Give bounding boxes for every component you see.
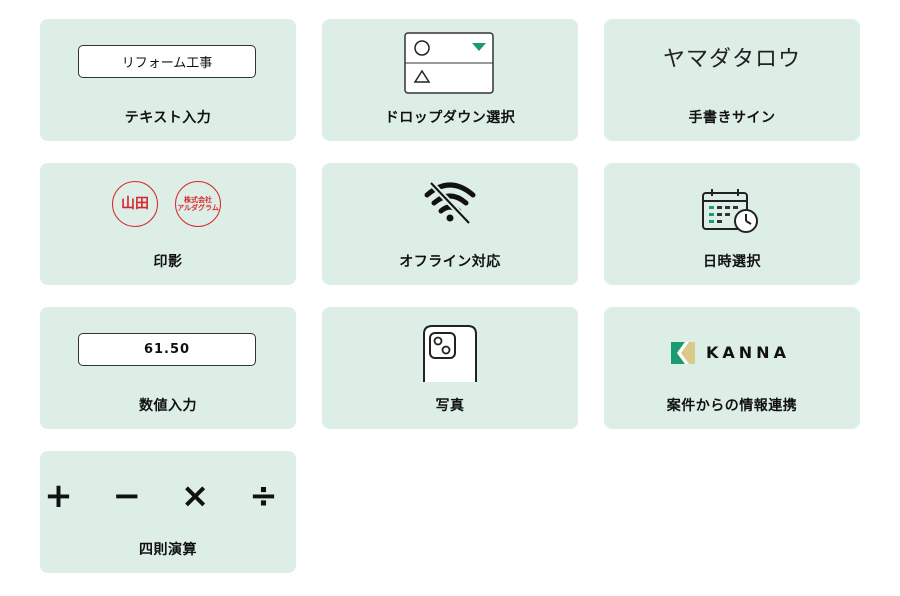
feature-label: ドロップダウン選択 — [384, 110, 516, 126]
feature-card-datetime: 日時選択 — [604, 163, 860, 285]
number-input-value: 61.50 — [143, 342, 191, 357]
kanna-logo-text: KANNA — [706, 343, 790, 362]
feature-card-dropdown: ドロップダウン選択 — [322, 19, 578, 141]
dropdown-icon — [404, 32, 494, 94]
number-input-sample: 61.50 — [78, 333, 256, 366]
feature-label: テキスト入力 — [124, 110, 212, 126]
feature-card-text-input: リフォーム工事 テキスト入力 — [40, 19, 296, 141]
arithmetic-operators-icon: + − × ÷ — [44, 476, 292, 516]
feature-label: 日時選択 — [703, 254, 761, 270]
calendar-clock-icon — [702, 189, 758, 233]
text-input-sample: リフォーム工事 — [78, 45, 256, 78]
smartphone-camera-icon — [423, 325, 477, 382]
stamp-icon: 山田 — [112, 181, 158, 227]
feature-label: 写真 — [435, 398, 465, 414]
feature-card-number-input: 61.50 数値入力 — [40, 307, 296, 429]
feature-label: 手書きサイン — [688, 110, 776, 126]
feature-label: 数値入力 — [139, 398, 197, 414]
text-input-value: リフォーム工事 — [121, 56, 213, 71]
stamp-text: 山田 — [121, 195, 149, 212]
feature-label: 案件からの情報連携 — [666, 398, 798, 414]
kanna-logo-icon — [671, 342, 695, 364]
feature-card-integration: KANNA 案件からの情報連携 — [604, 307, 860, 429]
company-stamp-icon: 株式会社 アルダグラム — [175, 181, 221, 227]
feature-label: 四則演算 — [139, 542, 197, 558]
feature-card-stamp: 山田 株式会社 アルダグラム 印影 — [40, 163, 296, 285]
feature-card-photo: 写真 — [322, 307, 578, 429]
signature-sample: ヤマダタロウ — [662, 47, 801, 72]
wifi-off-icon — [424, 181, 476, 226]
stamp-text-line2: アルダグラム — [177, 204, 219, 212]
feature-label: オフライン対応 — [399, 254, 501, 270]
stamp-text-line1: 株式会社 — [184, 195, 212, 204]
feature-card-arithmetic: + − × ÷ 四則演算 — [40, 451, 296, 573]
feature-label: 印影 — [153, 254, 183, 270]
feature-card-offline: オフライン対応 — [322, 163, 578, 285]
feature-card-signature: ヤマダタロウ 手書きサイン — [604, 19, 860, 141]
